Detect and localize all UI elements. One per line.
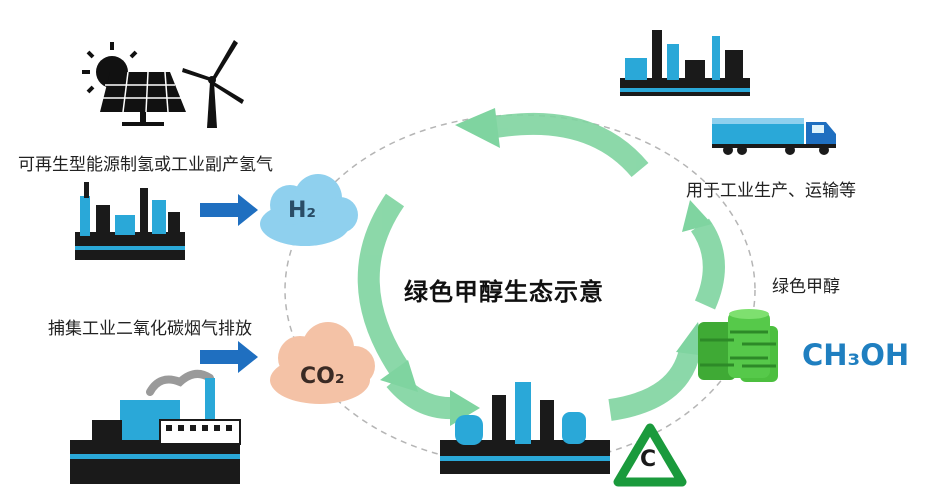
co2-formula: CO₂	[300, 364, 345, 389]
label-carbon-capture: 捕集工业二氧化碳烟气排放	[48, 319, 252, 339]
label-renewable-hydrogen: 可再生型能源制氢或工业副产氢气	[18, 155, 273, 175]
diagram-title: 绿色甲醇生态示意	[404, 278, 604, 306]
wind-turbine-icon	[182, 40, 244, 128]
arrow-to-h2	[200, 194, 258, 226]
tanker-truck-icon	[712, 118, 836, 155]
emitting-plant-icon	[70, 369, 241, 484]
recycle-carbon-icon	[613, 423, 687, 487]
solar-panel-icon	[100, 71, 186, 126]
h2-formula: H₂	[288, 198, 317, 223]
arrow-right-lower	[608, 347, 701, 421]
label-usage: 用于工业生产、运输等	[686, 181, 856, 201]
arrowhead-bottom	[450, 390, 480, 426]
cycle-arrows	[357, 112, 725, 421]
methanol-barrels-icon	[698, 309, 778, 382]
label-green-methanol: 绿色甲醇	[772, 277, 840, 297]
arrow-to-co2	[200, 341, 258, 373]
arrow-right-upper	[690, 218, 725, 310]
methanol-plant-icon	[440, 382, 610, 474]
usage-plant-icon	[620, 30, 750, 96]
arrowhead-left	[380, 360, 418, 392]
arrowhead-top	[455, 108, 500, 148]
methanol-formula: CH₃OH	[802, 338, 910, 372]
co2-cloud-icon	[270, 322, 375, 404]
h2-cloud-icon	[260, 174, 358, 246]
hydrogen-factory-icon	[75, 182, 185, 260]
arrow-top	[488, 112, 649, 178]
arrowhead-right-upper	[682, 200, 712, 232]
carbon-symbol: C	[640, 447, 657, 472]
arrow-left	[357, 193, 410, 377]
